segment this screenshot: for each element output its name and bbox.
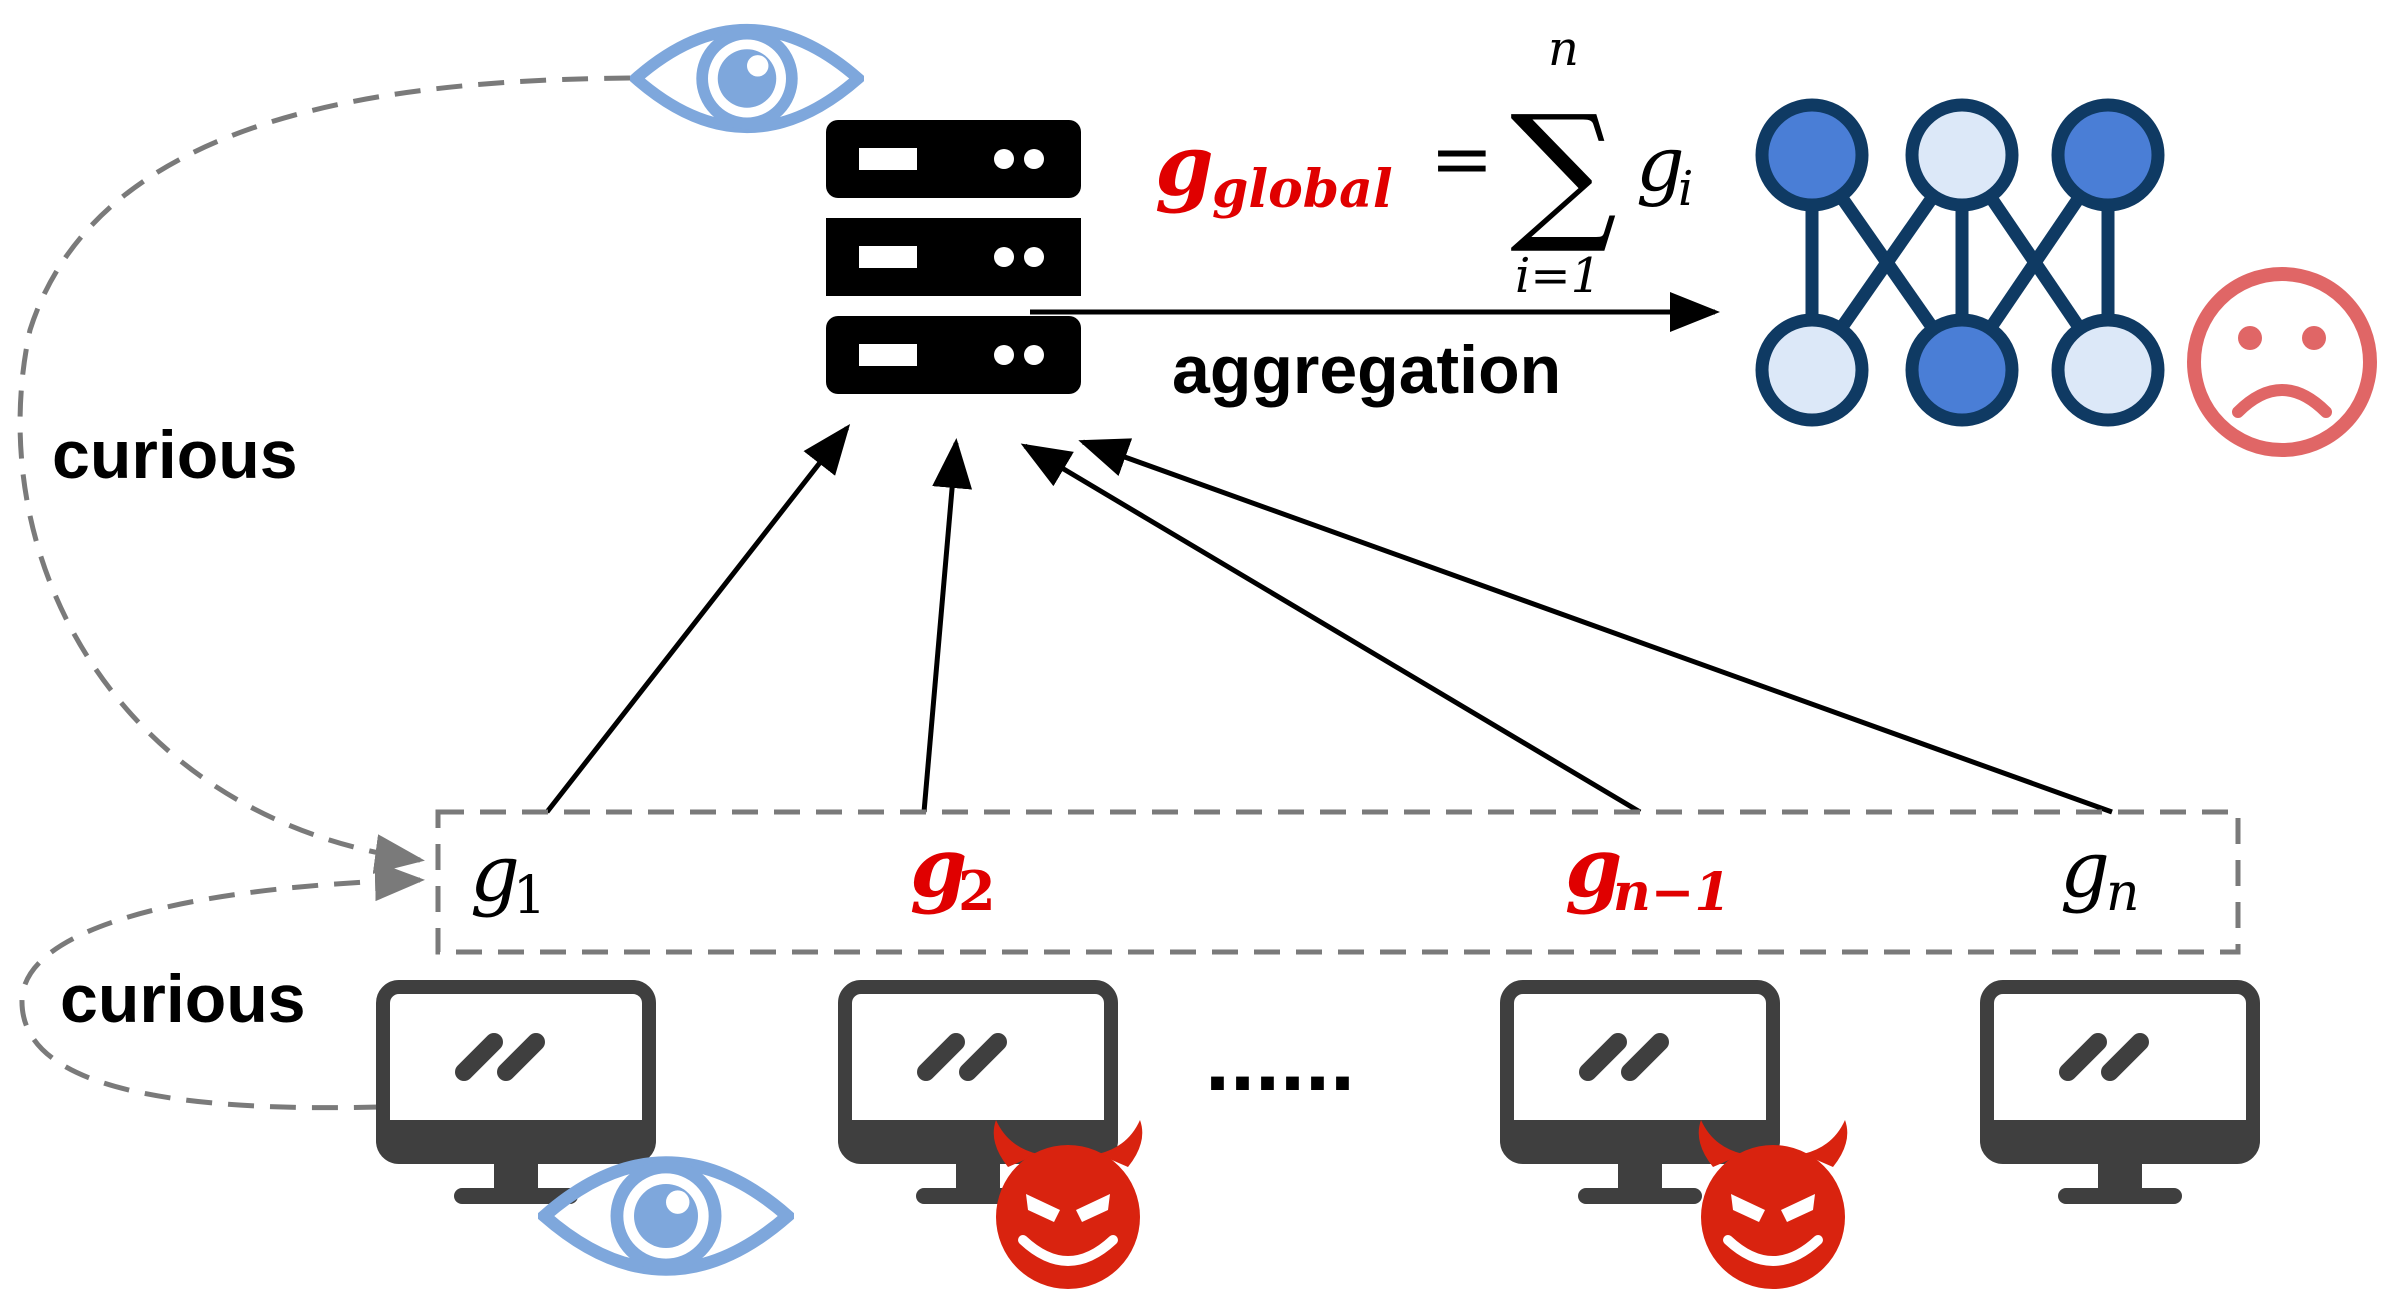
formula-equals: =: [1430, 114, 1494, 203]
client-computer-icon-4: [1987, 987, 2253, 1204]
aggregation-formula: g global = ∑ n i=1 g i: [1155, 21, 1693, 304]
gradient-g1: g 1: [470, 829, 546, 926]
gradient-g2: g 2: [910, 820, 996, 923]
server-eye-icon: [636, 30, 858, 128]
formula-sum-lower: i=1: [1515, 248, 1601, 304]
client-devil-icon-3: [1699, 1120, 1848, 1289]
formula-lhs-subscript: global: [1212, 159, 1393, 220]
formula-term-symbol: g: [1636, 119, 1685, 208]
gradient-gn1-subscript: n−1: [1613, 862, 1731, 923]
gradient-gn: g n: [2060, 825, 2140, 923]
curious-server-arrow: [17, 75, 631, 874]
curious-server-label: curious: [52, 417, 298, 493]
curious-client-arrow: [19, 861, 425, 1111]
gradient-gn-subscript: n: [2106, 863, 2140, 923]
gradient-g2-subscript: 2: [958, 859, 996, 923]
formula-sum-symbol: ∑: [1510, 84, 1617, 258]
gradient-gn1-symbol: g: [1565, 820, 1622, 916]
clients-ellipsis: ......: [1205, 1010, 1355, 1110]
gradient-g-n-1: g n−1: [1565, 820, 1731, 923]
neural-network-icon: [1755, 98, 2165, 427]
gradient-box: [435, 809, 2241, 955]
sad-face-icon: [2187, 267, 2377, 457]
client-devil-icon-2: [994, 1120, 1143, 1289]
formula-lhs-symbol: g: [1155, 116, 1214, 215]
client-eye-icon: [544, 1163, 787, 1270]
upload-arrow-n-1: [1020, 443, 1642, 815]
gradient-g1-symbol: g: [470, 829, 520, 919]
gradient-g2-symbol: g: [910, 820, 967, 916]
curious-client-label: curious: [60, 961, 306, 1037]
formula-sum-upper: n: [1548, 21, 1579, 77]
upload-arrow-2: [921, 438, 973, 813]
upload-arrow-n: [1078, 438, 2113, 815]
formula-term-subscript: i: [1678, 161, 1693, 217]
aggregation-label: aggregation: [1172, 332, 1561, 408]
gradient-g1-subscript: 1: [513, 866, 546, 926]
gradient-gn-symbol: g: [2060, 825, 2110, 915]
upload-arrow-1: [545, 424, 851, 814]
server-icon: [826, 120, 1081, 394]
